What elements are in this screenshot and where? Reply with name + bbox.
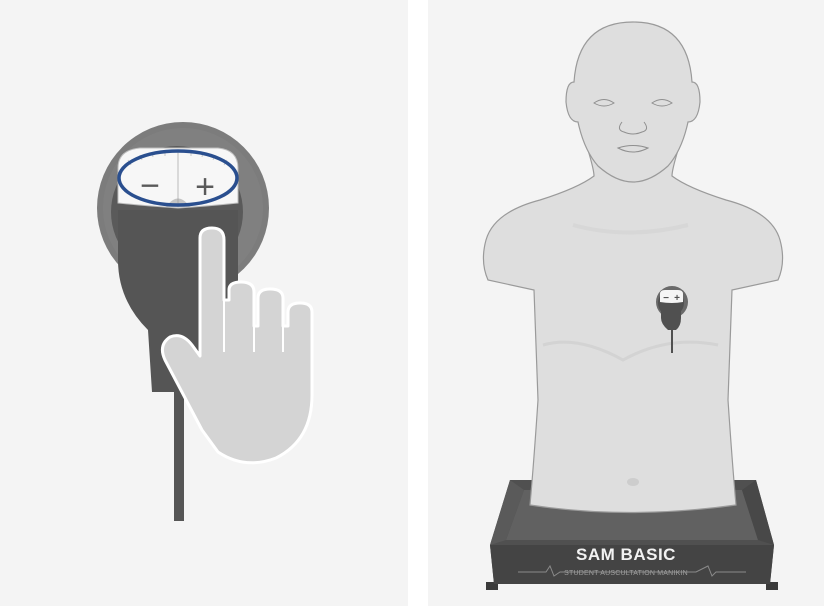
manikin-illustration: − + SAM BASIC STUDENT AUSCULTATION MANIK…	[428, 0, 824, 606]
manikin-panel: − + SAM BASIC STUDENT AUSCULTATION MANIK…	[428, 0, 824, 606]
chest-dial-minus: −	[663, 293, 669, 304]
dial-closeup-illustration: − +	[0, 0, 408, 606]
manikin-head-icon	[566, 22, 700, 182]
dial-closeup-panel: − +	[0, 0, 408, 606]
brand-subtitle: STUDENT AUSCULTATION MANIKIN	[564, 570, 688, 577]
brand-title: SAM BASIC	[576, 545, 676, 564]
cable-icon	[174, 380, 184, 521]
chest-dial-plus: +	[674, 293, 680, 304]
manikin-torso-icon	[483, 150, 782, 513]
